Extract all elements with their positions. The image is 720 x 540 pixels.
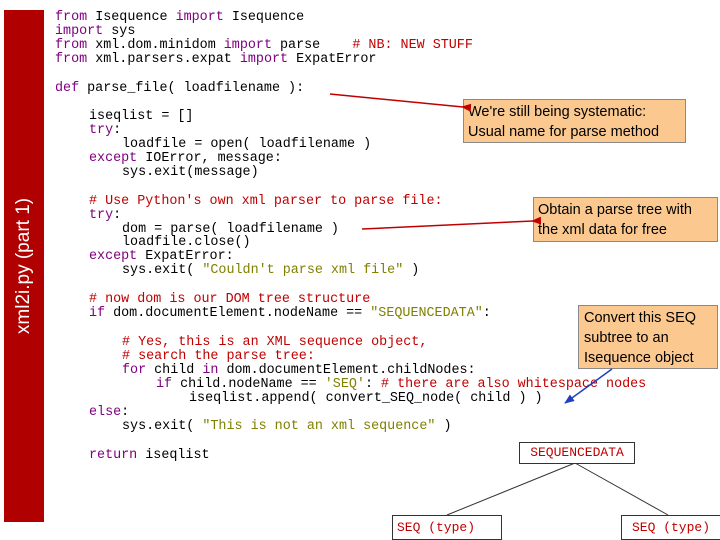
code-line: except ExpatError: [89,249,234,264]
code-line: iseqlist.append( convert_SEQ_node( child… [189,391,543,406]
tree-edge-right [574,462,669,516]
callout-convert-seq: Convert this SEQ subtree to an Isequence… [578,305,718,369]
code-line: from xml.dom.minidom import parse # NB: … [55,38,473,53]
code-line: return iseqlist [89,448,210,463]
code-line: if child.nodeName == 'SEQ': # there are … [156,377,647,392]
code-line: from Isequence import Isequence [55,10,305,25]
tree-node-left: SEQ (type) [392,515,502,540]
code-line: from xml.parsers.expat import ExpatError [55,52,377,67]
callout-parse-tree: Obtain a parse tree with the xml data fo… [533,197,718,242]
code-line: for child in dom.documentElement.childNo… [122,363,476,378]
sidebar: xml2i.py (part 1) [0,0,45,540]
code-line: try: [89,208,122,223]
tree-node-root: SEQUENCEDATA [519,442,635,464]
code-line: if dom.documentElement.nodeName == "SEQU… [89,306,491,321]
code-line: except IOError, message: [89,151,282,166]
code-line: else: [89,405,130,420]
code-line: sys.exit( "This is not an xml sequence" … [122,419,452,434]
code-line: try: [89,123,122,138]
code-line: loadfile.close() [122,235,251,250]
arrow-to-convert-call [564,368,613,404]
callout-parse-method: We're still being systematic: Usual name… [463,99,686,143]
code-line: sys.exit(message) [122,165,259,180]
code-line: # now dom is our DOM tree structure [89,292,371,307]
tree-edge-left [446,462,576,516]
code-line: dom = parse( loadfilename ) [122,222,339,237]
code-line: # search the parse tree: [122,349,315,364]
code-line: import sys [55,24,136,39]
tree-node-right: SEQ (type) [621,515,720,540]
code-line: def parse_file( loadfilename ): [55,81,305,96]
arrow-to-parse-call [361,216,542,230]
code-line: # Use Python's own xml parser to parse f… [89,194,443,209]
code-line: loadfile = open( loadfilename ) [122,137,372,152]
title-bar [4,10,44,522]
code-line: # Yes, this is an XML sequence object, [122,335,428,350]
code-line: sys.exit( "Couldn't parse xml file" ) [122,263,420,278]
code-line: iseqlist = [] [89,109,194,124]
arrow-to-parse-file [329,93,472,112]
